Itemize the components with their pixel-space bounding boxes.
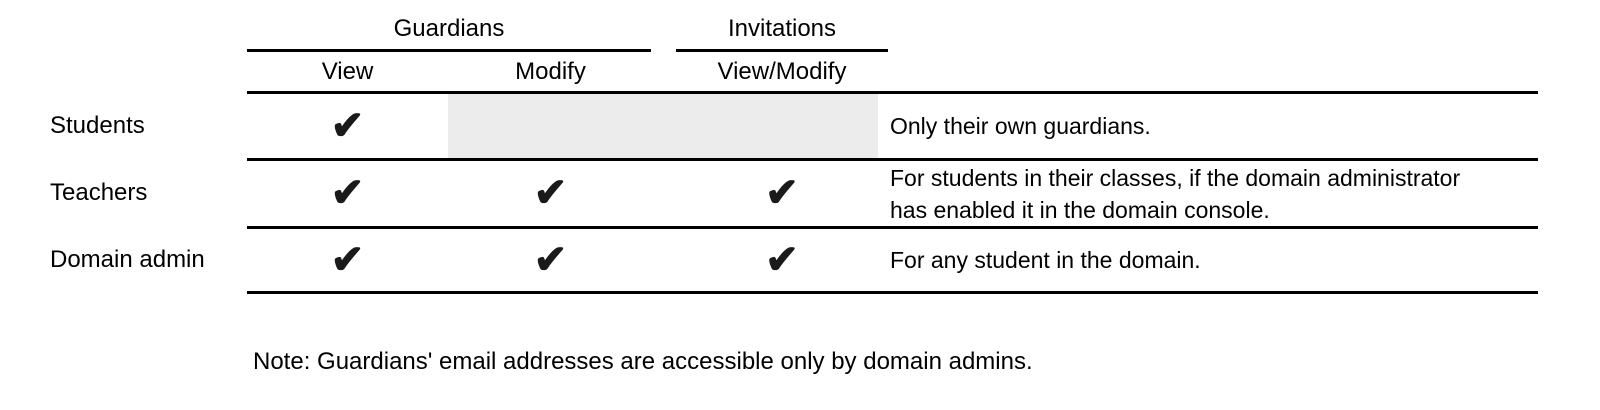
- checkmark-icon: ✔: [765, 171, 799, 215]
- note-domain-admin-line: For any student in the domain.: [890, 247, 1201, 273]
- header-bottom-rule: [247, 91, 1538, 94]
- column-group-guardians: Guardians: [393, 15, 505, 42]
- teachers-row-rule: [247, 226, 1538, 229]
- checkmark-icon: ✔: [330, 171, 365, 215]
- checkmark-icon: ✔: [330, 238, 365, 282]
- row-label-domain-admin: Domain admin: [50, 246, 205, 273]
- invitations-underline: [676, 49, 888, 52]
- note-teachers: For students in their classes, if the do…: [890, 162, 1550, 226]
- footnote: Note: Guardians' email addresses are acc…: [253, 348, 1033, 375]
- note-students-line: Only their own guardians.: [890, 113, 1151, 139]
- note-domain-admin: For any student in the domain.: [890, 244, 1550, 276]
- column-header-view-modify: View/Modify: [717, 58, 847, 85]
- checkmark-icon: ✔: [330, 104, 365, 148]
- checkmark-icon: ✔: [765, 238, 799, 282]
- students-row-rule: [247, 158, 1538, 161]
- column-header-view: View: [321, 58, 374, 85]
- row-label-teachers: Teachers: [50, 179, 148, 206]
- domain-admin-row-rule: [247, 291, 1538, 294]
- checkmark-icon: ✔: [533, 238, 568, 282]
- checkmark-icon: ✔: [533, 171, 568, 215]
- row-label-students: Students: [50, 112, 145, 139]
- column-group-invitations: Invitations: [727, 15, 837, 42]
- note-teachers-line-2: has enabled it in the domain console.: [890, 197, 1270, 223]
- column-header-modify: Modify: [515, 58, 586, 85]
- note-students: Only their own guardians.: [890, 110, 1550, 142]
- guardians-underline: [247, 49, 651, 52]
- students-disabled-cells: [448, 94, 878, 158]
- note-teachers-line-1: For students in their classes, if the do…: [890, 165, 1461, 191]
